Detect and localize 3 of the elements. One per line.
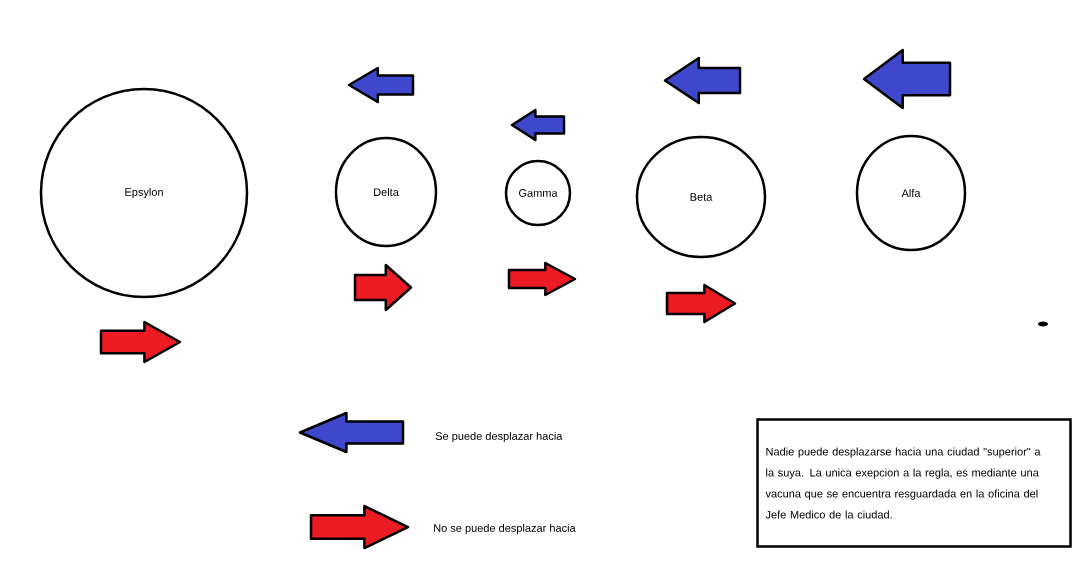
legend-text: No se puede desplazar hacia xyxy=(434,523,576,535)
note-box: Nadie puede desplazarse hacia una ciudad "superior" a la suya. La unica exepcion a la regla, es mediante una vacuna que se encuentra resguardada en la oficina del Jefe Medico de la ciudad. xyxy=(756,418,1072,548)
legend-text: Se puede desplazar hacia xyxy=(435,431,563,443)
